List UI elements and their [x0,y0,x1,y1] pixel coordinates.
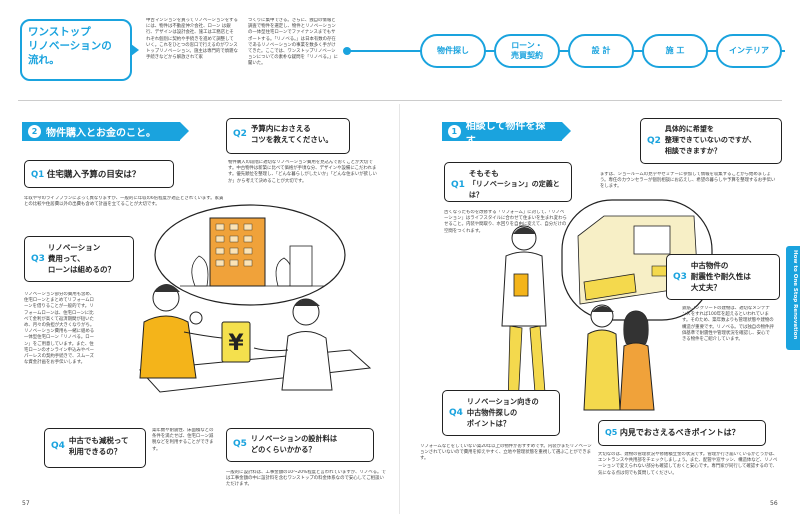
right-q5-answer: 大切なのは、建物の管理状況や修繕積立金の状況です。管理が行き届いているかどうかは… [598,452,778,476]
flow-line [345,50,785,52]
top-divider [18,100,782,101]
q-text-line2: 「リノベーション」の定義とは？ [468,180,560,199]
q-text-line1: 予算内におさえる [250,124,311,133]
q-text-line1: 中古でも減税って [68,436,129,445]
q-tag: Q1 [451,179,465,190]
section-number: 2 [28,125,41,138]
right-section-header: 1 相談して物件を探す。 [442,121,562,147]
left-section-header: 2 物件購入とお金のこと。 [22,122,180,141]
left-q4-answer: 築年数や耐震性、床面積などの条件を満たせば、住宅ローン減税などを利用することがで… [152,428,214,452]
sofa [583,273,637,301]
title-box: ワンストップ リノベーションの 流れ。 [20,19,132,81]
intro-col1: 中古マンションを買ってリノベーションをするには、物件は不動産仲介会社、ローン は… [146,18,238,61]
right-q5-box: Q5 内見でおさえるべきポイントは？ [598,420,766,446]
q-text-line2: 費用って、 [47,254,85,263]
left-q1-box: Q1 住宅購入予算の目安は？ [24,160,174,188]
left-q2-answer: 物件購入の段階に適切なリノベーション費用を見込んでおくことが大切です。中古物件は… [228,160,377,184]
q-tag: Q2 [233,129,247,139]
header-arrow [562,122,571,140]
q-text-line2: 耐震性や耐久性は [690,272,751,281]
q-text-line1: リノベーション向きの [466,397,539,406]
step-label: ローン・ 売買契約 [511,41,543,60]
q-text-line3: 大丈夫？ [690,283,721,292]
right-q2-answer: まずは、ショールームの見学やセミナーに参加して情報を収集することから始めましょう… [600,172,776,190]
step-design: 設 計 [568,34,634,68]
man-body [583,329,621,411]
intro-col2: づくりに集中できる。さらに、独自の情報と調査で物件を選定し、物件とリノベーション… [248,18,338,67]
side-tab: How to One Stop Renovation [786,246,800,350]
step-label: 施 工 [665,46,685,55]
q-text-line1: 具体的に希望を [664,125,714,133]
q-text-line1: 中古物件の [690,261,729,270]
right-q2-box: Q2 具体的に希望を 整理できていないのですが、 相談できますか？ [640,118,782,164]
q-tag: Q4 [449,407,463,418]
q-tag: Q3 [673,271,687,282]
person-left-body [139,315,197,379]
q-text-line2: 整理できていないのですが、 [664,136,756,144]
right-q4-answer: リフォームなどをしていない築20年以上の物件がおすすめです。内装がまだリノベーシ… [420,444,592,462]
q-text-line3: ローンは組めるの？ [47,265,116,274]
q-text-line3: ポイントは？ [466,419,511,428]
q-text: 住宅購入予算の目安は？ [46,170,141,180]
q-text-line2: コツを教えてください。 [250,135,333,144]
step-property-search: 物件探し [420,34,486,68]
header-arrow [180,122,189,140]
title-line2: リノベーションの [28,40,112,52]
q-text: 内見でおさえるべきポイントは？ [619,428,740,437]
q-tag: Q2 [647,135,661,146]
right-q1-box: Q1 そもそも 「リノベーション」の定義とは？ [444,162,572,202]
meeting-illustration: ¥ [138,204,372,393]
q-text-line2: どのくらいかかる？ [250,445,316,454]
step-label: インテリア [729,46,769,55]
right-q3-box: Q3 中古物件の 耐震性や耐久性は 大丈夫？ [666,254,780,300]
q-tag: Q5 [233,439,247,449]
page-number-left: 57 [22,500,30,507]
step-interior: インテリア [716,34,782,68]
right-q3-answer: 鉄筋コンクリートの建物は、適切なメンテナンスをすれば100年を超えるといわれてい… [682,306,774,343]
center-fold [399,104,400,514]
step-label: 物件探し [437,46,469,55]
q-tag: Q1 [31,170,45,180]
q-text-line2: 中古物件探しの [466,408,518,417]
right-q1-answer: 古くなったものを改修する「リフォーム」に対して、「リノベーション」はライフスタイ… [444,210,567,234]
left-q3-answer: リノベーション部分の費用も含め、住宅ローンとまとめてリフォームローンを借りること… [24,292,95,366]
left-q4-box: Q4 中古でも減税って 利用できるの？ [44,428,146,468]
right-q4-box: Q4 リノベーション向きの 中古物件探しの ポイントは？ [442,390,560,436]
step-loan-contract: ローン・ 売買契約 [494,34,560,68]
q-text-line3: 相談できますか？ [664,147,721,155]
q-tag: Q3 [31,253,45,264]
title-arrow [131,44,139,56]
q-text-line1: リノベーションの設計料は [250,434,338,443]
q-tag: Q4 [51,441,65,451]
q-text-line1: リノベーション [47,243,101,252]
tablet [513,273,529,297]
left-q2-box: Q2 予算内におさえる コツを教えてください。 [226,118,350,154]
title-line3: 流れ。 [28,54,60,66]
section-title: 物件購入とお金のこと。 [46,128,156,139]
q-text-line1: そもそも [468,169,499,178]
left-q5-box: Q5 リノベーションの設計料は どのくらいかかる？ [226,428,374,462]
q-text-line2: 利用できるの？ [68,447,122,456]
person-right-body [281,331,333,391]
left-q1-answer: 年収や今のライフプランによって異なりますが、一般的に年収の6倍程度が適正とされて… [24,196,224,208]
svg-text:¥: ¥ [228,331,244,356]
title-line1: ワンストップ [28,26,91,38]
yen-board [221,321,251,363]
side-tab-label: How to One Stop Renovation [792,250,798,340]
section-title: 相談して物件を探す。 [465,120,546,147]
flow-line-start [343,47,351,55]
q-tag: Q5 [605,428,618,437]
page-number-right: 56 [770,500,778,507]
left-q3-box: Q3 リノベーション 費用って、 ローンは組めるの？ [24,236,134,282]
step-construction: 施 工 [642,34,708,68]
step-label: 設 計 [591,46,611,55]
woman-body [619,342,655,411]
section-number: 1 [448,125,461,138]
room-illustration [501,199,713,411]
left-q5-answer: 一般的に設計料は、工事金額の10〜20%程度と言われていますが、リノベる。では工… [226,470,386,488]
